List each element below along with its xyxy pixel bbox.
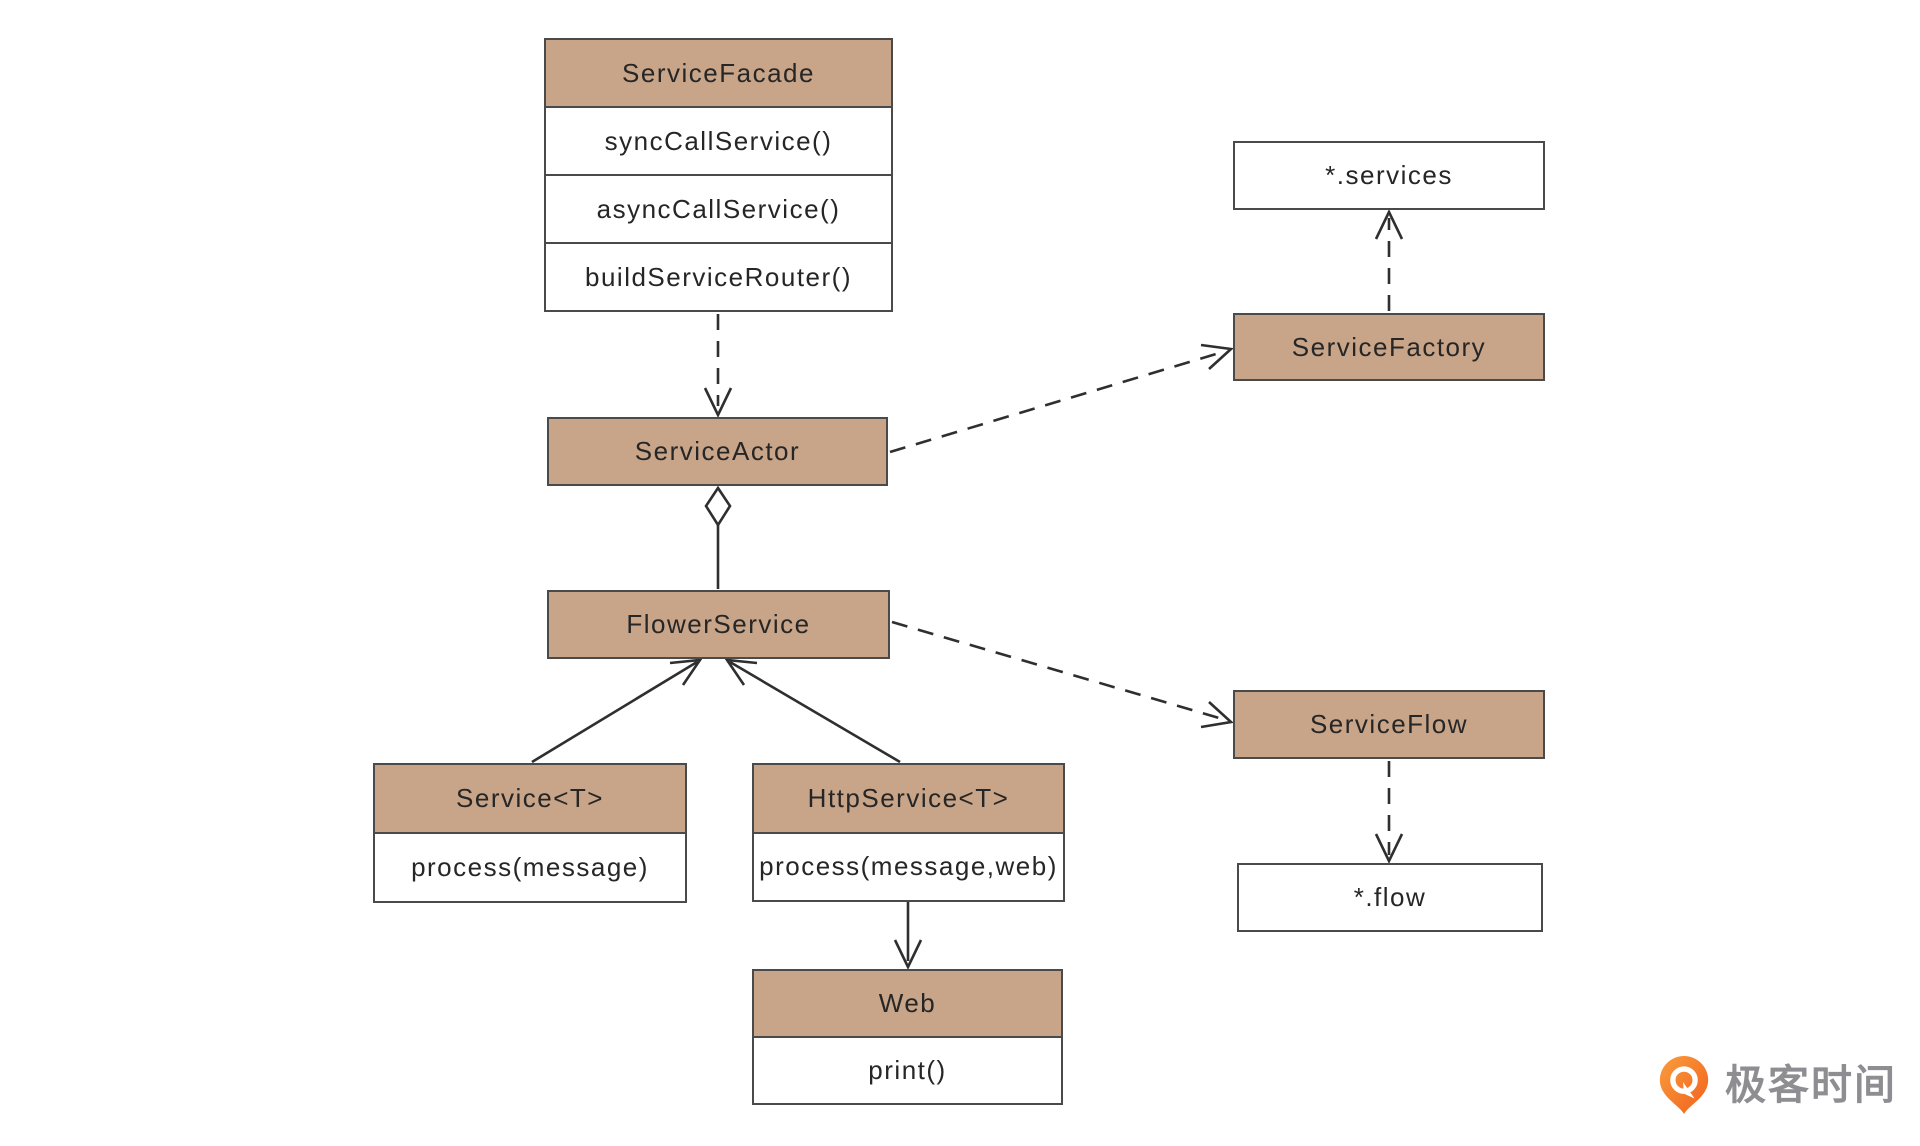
arrowhead-actor-factory [1200,343,1234,370]
geektime-logo: 极客时间 [1655,1053,1897,1117]
class-title-servicefactory: ServiceFactory [1291,331,1487,362]
class-box-flowerservice: FlowerService [547,590,890,659]
class-method: process(message,web) [754,831,1063,900]
class-title-service-t: Service<T> [375,765,685,832]
arrowhead-servicet-flower [669,658,703,686]
edge-httpservice-flower [729,660,901,764]
class-title-servicefacade: ServiceFacade [546,40,891,106]
class-title-flow-file: *.flow [1239,865,1541,930]
arrowhead-flower-flow [1200,701,1234,729]
arrowhead-facade-actor [703,387,733,418]
class-title-httpservice-t: HttpService<T> [754,765,1063,832]
class-method: print() [754,1036,1061,1103]
class-box-serviceflow: ServiceFlow [1233,690,1545,759]
class-method: process(message) [375,832,685,901]
class-method: buildServiceRouter() [546,242,891,310]
class-box-service-t: Service<T> process(message) [373,763,687,903]
arrowhead-factory-services [1374,209,1404,240]
class-box-flow-file: *.flow [1237,863,1543,932]
edge-servicet-flower [531,660,698,764]
class-title-serviceactor: ServiceActor [634,436,801,466]
class-title-services-file: *.services [1235,143,1543,208]
class-box-services-file: *.services [1233,141,1545,210]
class-title-serviceflow: ServiceFlow [1309,709,1469,739]
geektime-pin-icon [1659,1056,1709,1114]
class-box-httpservice-t: HttpService<T> process(message,web) [752,763,1065,902]
arrowhead-flow-flowfile [1374,833,1404,864]
class-method: syncCallService() [546,106,891,174]
edge-flower-flow [891,620,1227,722]
class-method: asyncCallService() [546,174,891,242]
geektime-logo-text: 极客时间 [1725,1061,1897,1108]
edge-actor-factory [889,349,1227,454]
arrowhead-httpservice-flower [724,658,758,686]
class-title-flowerservice: FlowerService [626,609,811,639]
class-title-web: Web [754,971,1061,1036]
aggregation-diamond [704,485,732,528]
class-box-servicefacade: ServiceFacade syncCallService() asyncCal… [544,38,893,312]
class-box-servicefactory: ServiceFactory [1233,313,1545,381]
class-box-serviceactor: ServiceActor [547,417,888,486]
arrowhead-httpservice-web [893,939,923,970]
class-box-web: Web print() [752,969,1063,1105]
